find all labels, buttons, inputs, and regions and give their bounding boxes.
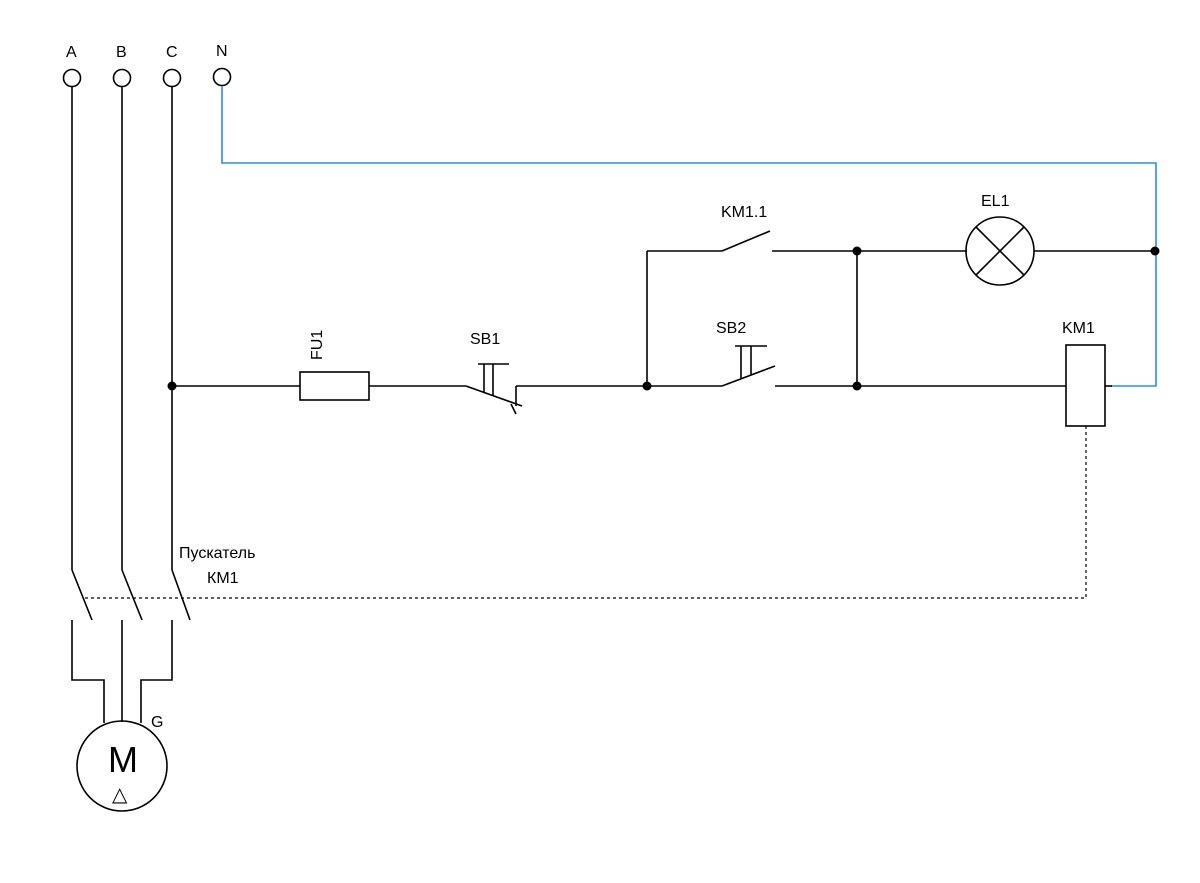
km1-1-label: KM1.1: [721, 204, 767, 221]
terminal-a-label: A: [66, 44, 77, 61]
mechanical-link: [82, 426, 1087, 599]
stop-button-sb1: SB1: [465, 331, 523, 415]
motor-label: M: [108, 739, 138, 780]
terminal-c-circle: [162, 68, 182, 88]
fuse-body: [299, 371, 370, 401]
fuse-label: FU1: [309, 330, 326, 360]
contact-a-blade: [71, 569, 93, 621]
contact-c-blade: [171, 569, 191, 621]
terminal-b-label: B: [116, 44, 127, 61]
coil-km1: KM1: [1062, 320, 1106, 427]
terminal-n-circle: [212, 67, 232, 87]
sb1-label: SB1: [470, 331, 500, 348]
motor-delta-symbol: △: [112, 784, 128, 806]
lamp-label: EL1: [981, 193, 1010, 210]
km1-1-contact-blade: [721, 230, 771, 252]
terminal-a-circle: [62, 68, 82, 88]
motor-lead-a: [71, 620, 105, 723]
neutral-wire: [221, 86, 1157, 387]
sb2-contact-blade: [721, 365, 776, 387]
contact-b-blade: [121, 569, 143, 621]
aux-contact-km1-1: KM1.1: [721, 204, 771, 252]
lamp-el1: EL1: [965, 193, 1035, 286]
motor: M △: [76, 720, 168, 812]
starter-label-line2: КМ1: [207, 570, 239, 587]
coil-body: [1065, 344, 1106, 427]
lamp-cross-2: [975, 226, 1025, 276]
fuse-fu1: FU1: [299, 330, 370, 401]
starter-main-contacts: [71, 569, 191, 621]
sb1-contact-blade: [465, 385, 523, 407]
motor-terminal-label: G: [151, 714, 163, 731]
motor-lead-c: [140, 620, 173, 723]
start-button-sb2: SB2: [716, 320, 776, 387]
terminal-b: B: [112, 44, 132, 88]
terminal-c-label: C: [166, 44, 178, 61]
coil-label: KM1: [1062, 320, 1095, 337]
terminal-c: C: [162, 44, 182, 88]
terminal-n-label: N: [216, 43, 228, 60]
motor-circle: [76, 720, 168, 812]
sb2-label: SB2: [716, 320, 746, 337]
terminal-b-circle: [112, 68, 132, 88]
junction-neutral: [1150, 246, 1160, 256]
starter-label-line1: Пускатель: [179, 545, 255, 562]
sb1-nc-mark: [510, 403, 517, 415]
terminal-n: N: [212, 43, 232, 87]
terminal-a: A: [62, 44, 82, 88]
